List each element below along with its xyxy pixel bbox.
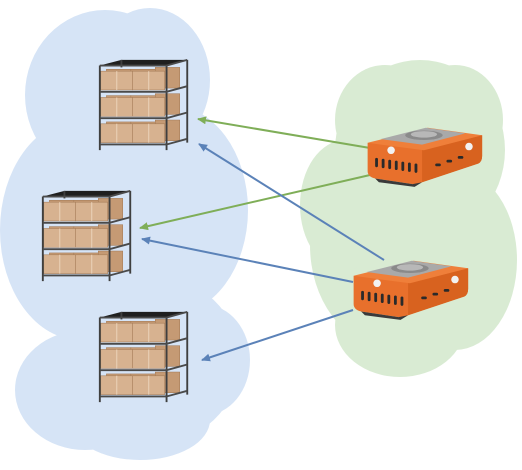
storage-shelf-3	[98, 310, 189, 404]
robot-cloud	[300, 60, 517, 377]
connection-arrows	[139, 116, 385, 362]
storage-shelf-1	[98, 58, 189, 152]
storage-shelf-2	[41, 189, 132, 283]
arrow-robot2-shelf1	[198, 143, 385, 261]
arrow-robot2-shelf2	[141, 236, 354, 283]
arrow-robot2-shelf3	[201, 309, 354, 362]
arrow-robot1-shelf1	[197, 116, 371, 149]
arrow-robot1-shelf2	[139, 174, 371, 231]
